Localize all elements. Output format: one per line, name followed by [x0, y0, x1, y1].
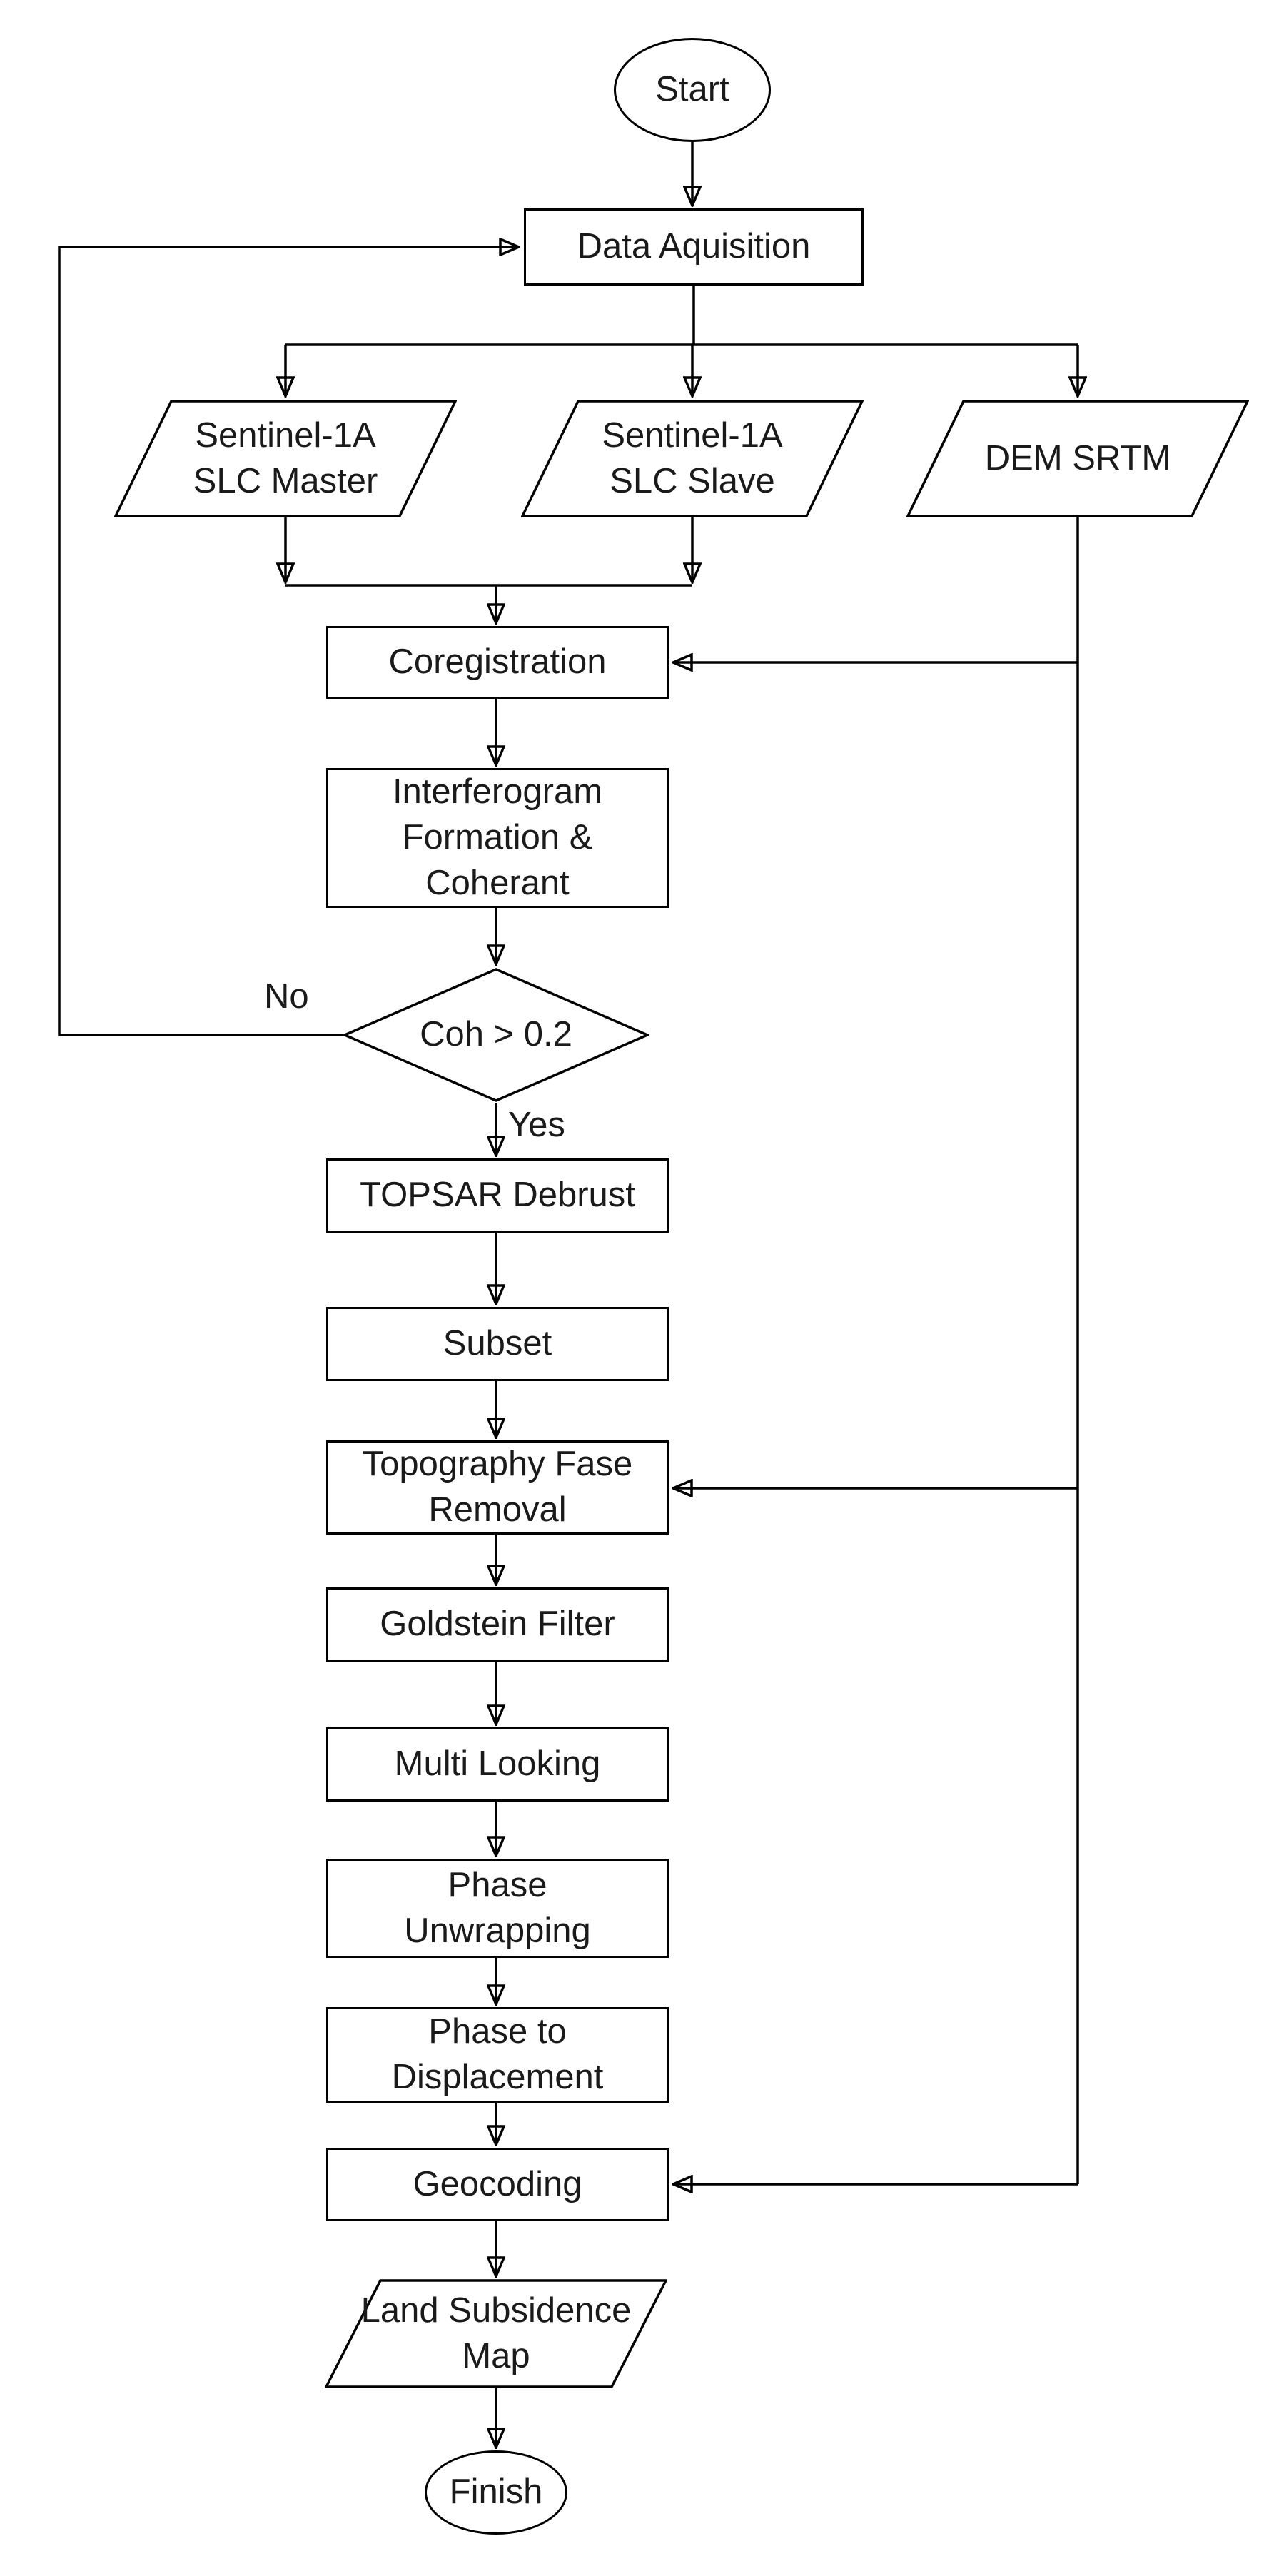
node-slc-slave: Sentinel-1A SLC Slave [521, 400, 864, 517]
parallelogram-shape [114, 400, 457, 517]
node-land-subsidence-map-label: Land Subsidence Map [360, 2290, 632, 2375]
node-phase-unwrapping: Phase Unwrapping [326, 1859, 669, 1958]
node-slc-master: Sentinel-1A SLC Master [114, 400, 457, 517]
node-coregistration-label: Coregistration [388, 642, 607, 682]
node-subset-label: Subset [443, 1324, 552, 1363]
edge-label-no: No [264, 977, 309, 1016]
node-finish-label: Finish [449, 2473, 543, 2512]
node-finish: Finish [425, 2450, 567, 2535]
node-topography-fase-removal-label: Topography Fase Removal [362, 1445, 633, 1529]
node-topography-fase-removal: Topography Fase Removal [326, 1440, 669, 1535]
node-data-acquisition: Data Aquisition [524, 208, 864, 286]
parallelogram-shape [521, 400, 864, 517]
parallelogram-shape [906, 400, 1249, 517]
node-multi-looking: Multi Looking [326, 1727, 669, 1802]
node-coherence-decision-label: Coh > 0.2 [420, 1015, 572, 1054]
node-slc-slave-label: Sentinel-1A SLC Slave [602, 415, 783, 500]
node-dem-srtm: DEM SRTM [906, 400, 1249, 517]
node-phase-to-displacement-label: Phase to Displacement [391, 2012, 604, 2096]
node-geocoding: Geocoding [326, 2148, 669, 2221]
node-goldstein-filter: Goldstein Filter [326, 1587, 669, 1662]
node-subset: Subset [326, 1307, 669, 1381]
node-start-label: Start [655, 70, 729, 109]
node-slc-master-label: Sentinel-1A SLC Master [193, 415, 378, 500]
node-phase-unwrapping-label: Phase Unwrapping [404, 1865, 591, 1950]
node-land-subsidence-map: Land Subsidence Map [325, 2279, 667, 2388]
node-goldstein-filter-label: Goldstein Filter [380, 1605, 615, 1644]
node-start: Start [614, 38, 771, 142]
node-phase-to-displacement: Phase to Displacement [326, 2007, 669, 2103]
parallelogram-shape [325, 2279, 667, 2388]
node-multi-looking-label: Multi Looking [394, 1744, 601, 1784]
node-geocoding-label: Geocoding [413, 2164, 582, 2203]
node-interferogram-formation: Interferogram Formation & Coherant [326, 768, 669, 908]
node-data-acquisition-label: Data Aquisition [577, 227, 811, 266]
node-dem-srtm-label: DEM SRTM [984, 438, 1171, 478]
node-coherence-decision: Coh > 0.2 [343, 967, 649, 1103]
edge-label-yes: Yes [508, 1106, 565, 1144]
node-coregistration: Coregistration [326, 626, 669, 699]
diamond-shape [343, 968, 649, 1102]
node-interferogram-formation-label: Interferogram Formation & Coherant [392, 772, 603, 902]
edge-decision-no-loop [58, 247, 518, 1036]
node-topsar-debrust: TOPSAR Debrust [326, 1158, 669, 1233]
node-topsar-debrust-label: TOPSAR Debrust [360, 1176, 635, 1215]
